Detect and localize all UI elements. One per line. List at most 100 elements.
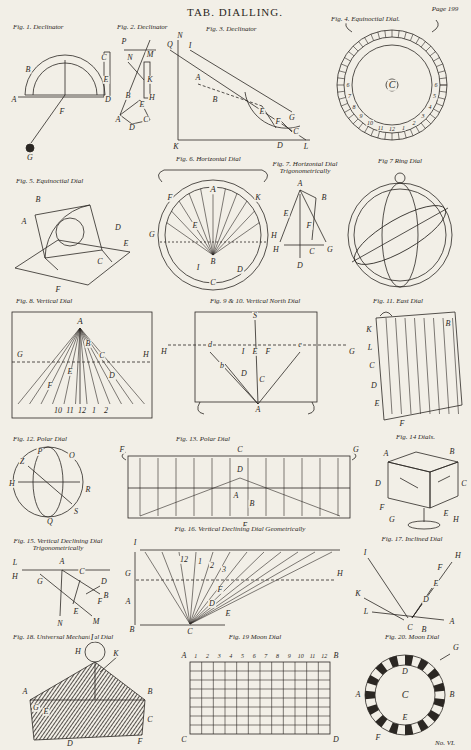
point-letter: K	[146, 76, 153, 84]
equinoctial-dial	[337, 20, 447, 140]
point-letter: E	[67, 368, 74, 376]
point-letter: K	[354, 590, 361, 598]
hour-number: 11	[65, 407, 74, 415]
point-letter: d	[207, 341, 213, 349]
dial-cube	[424, 508, 425, 522]
equinoctial-dial	[35, 205, 102, 258]
inclined-dial	[364, 598, 404, 620]
horizontal-dial	[213, 211, 255, 255]
point-letter: K	[365, 326, 372, 334]
point-letter: E	[103, 76, 110, 84]
equinoctial-dial	[404, 131, 406, 138]
point-letter: D	[332, 736, 340, 744]
moon-dial	[434, 698, 445, 707]
declining-dial-construction	[140, 550, 340, 551]
vertical-dial	[80, 328, 110, 404]
hour-number: 5	[240, 653, 245, 659]
equinoctial-dial	[430, 114, 436, 118]
polar-dial	[266, 458, 267, 516]
moon-dial	[434, 683, 445, 692]
polar-dial	[176, 458, 177, 516]
point-letter: S	[73, 508, 79, 516]
declining-dial-construction	[60, 570, 62, 616]
point-letter: N	[56, 620, 63, 628]
declinator-figure	[170, 50, 306, 140]
point-letter: C	[98, 352, 105, 360]
hour-number: 10	[297, 653, 305, 659]
point-letter: B	[445, 320, 452, 328]
point-letter: O	[68, 452, 76, 460]
east-dial	[415, 318, 421, 414]
point-letter: E	[73, 608, 80, 616]
point-letter: G	[148, 231, 156, 239]
point-letter: C	[100, 54, 107, 62]
equinoctial-dial	[378, 131, 380, 138]
equinoctial-dial	[440, 85, 447, 86]
polar-dial	[230, 458, 231, 516]
dial-cube	[400, 478, 418, 488]
figure-caption: Fig. 20. Moon Dial	[384, 634, 440, 641]
point-letter: B	[147, 688, 154, 696]
east-dial	[443, 318, 449, 414]
point-letter: E	[225, 610, 232, 618]
point-letter: A	[255, 406, 262, 414]
universal-mechanical-dial	[95, 662, 96, 700]
hour-number: 9	[358, 113, 363, 119]
hour-number: 12	[77, 407, 87, 415]
equinoctial-dial	[45, 258, 58, 270]
moon-dial-table	[190, 680, 330, 681]
moon-dial	[367, 675, 379, 686]
equinoctial-dial	[348, 114, 354, 118]
horizontal-dial	[171, 211, 213, 255]
figure-caption: Fig. 13. Polar Dial	[175, 436, 231, 443]
point-letter: Q	[166, 41, 174, 49]
universal-mechanical-dial	[100, 656, 118, 672]
point-letter: A	[383, 450, 390, 458]
ring-dial	[347, 195, 453, 275]
point-letter: E	[433, 580, 440, 588]
equinoctial-dial	[436, 64, 442, 67]
vertical-north-dial	[198, 402, 315, 414]
east-dial	[376, 312, 462, 420]
point-letter: B	[103, 592, 110, 600]
east-dial	[453, 318, 459, 414]
moon-dial	[417, 658, 428, 670]
figure-caption: Fig. 18. Universal Mechanical Dial	[12, 634, 114, 641]
point-letter: B	[35, 196, 42, 204]
declinator-figure	[178, 40, 310, 140]
equinoctial-dial	[371, 34, 374, 40]
point-letter: D	[296, 262, 304, 270]
point-letter: B	[421, 626, 428, 634]
moon-dial	[389, 656, 399, 668]
point-letter: B	[333, 652, 340, 660]
horizontal-dial	[213, 193, 237, 255]
point-letter: A	[22, 688, 29, 696]
point-letter: L	[367, 344, 373, 352]
point-letter: H	[148, 94, 156, 102]
hour-number: 6	[346, 82, 351, 88]
figure-caption: Fig. 3. Declinator	[205, 26, 258, 33]
declinator-figure	[120, 40, 156, 124]
point-letter: H	[8, 480, 16, 488]
declinator-figure	[26, 144, 34, 152]
equinoctial-dial	[440, 77, 447, 79]
vertical-dial	[80, 328, 122, 404]
equinoctial-dial	[436, 103, 442, 106]
point-letter: P	[121, 38, 128, 46]
trigonometric-construction	[300, 190, 316, 240]
moon-dial-table	[190, 716, 330, 717]
moon-dial	[365, 691, 375, 699]
horizontal-dial	[189, 193, 213, 255]
point-letter: C	[460, 480, 467, 488]
trigonometric-construction	[300, 194, 301, 258]
point-letter: D	[374, 480, 382, 488]
point-letter: B	[25, 66, 32, 74]
figure-caption: Fig. 14 Dials.	[395, 434, 436, 441]
hour-number: 11	[377, 124, 385, 130]
vertical-dial	[18, 328, 80, 404]
vertical-dial	[80, 328, 99, 404]
equinoctial-dial	[365, 37, 369, 43]
point-letter: H	[336, 570, 344, 578]
point-letter: G	[16, 351, 24, 359]
polar-dial	[13, 447, 83, 517]
